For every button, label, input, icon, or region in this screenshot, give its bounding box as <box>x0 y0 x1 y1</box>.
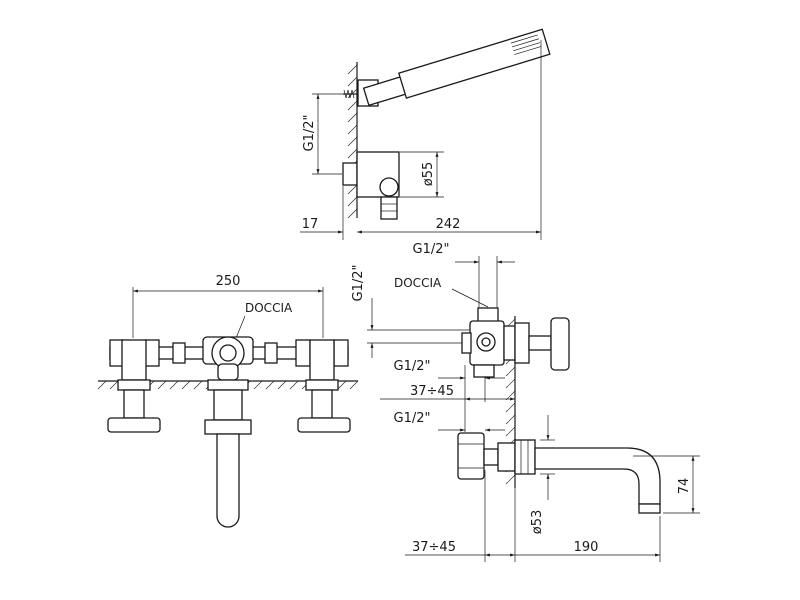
outlet-nut <box>379 177 399 197</box>
side-handle <box>550 317 570 371</box>
hand-shower-view: G1/2" ø55 17 242 <box>300 28 551 240</box>
right-valve-stem <box>311 389 333 419</box>
spout-collar <box>204 419 252 435</box>
wall-outlet-plate <box>342 162 358 186</box>
left-handle <box>107 417 161 433</box>
dim-thread-spout-label: G1/2" <box>394 411 431 426</box>
central-neck <box>217 363 239 381</box>
front-doccia-label: DOCCIA <box>245 301 293 315</box>
spout-cover-plate <box>514 439 536 475</box>
wall-hatch-top <box>347 64 358 219</box>
spout-connector <box>457 432 485 480</box>
dim-diameter-label: ø55 <box>421 162 436 187</box>
left-valve-stem <box>123 389 145 419</box>
left-valve-flange <box>117 379 151 391</box>
front-view: 250 DOCCIA <box>97 274 359 528</box>
pipe-nut <box>333 339 349 367</box>
pipe-nut <box>264 342 278 364</box>
spout-wall-flange <box>497 442 516 472</box>
dim-thread-vertical-label: G1/2" <box>302 115 317 152</box>
side-wall-flange <box>503 325 516 361</box>
side-diverter-view: G1/2" G1/2" DOCCIA G1/2" 37÷45 <box>351 242 570 488</box>
central-flange <box>207 379 249 391</box>
spout-coupling <box>483 448 499 466</box>
side-left-connector <box>461 332 472 354</box>
pipe-nut <box>295 339 311 367</box>
side-handle-stem <box>528 335 552 351</box>
left-valve-body <box>121 339 147 381</box>
pipe-nut <box>172 342 186 364</box>
dim-wall-gap-label: 17 <box>302 217 319 232</box>
dim-thread-top-label: G1/2" <box>413 242 450 257</box>
side-doccia-leader <box>451 288 489 308</box>
side-diverter-outlet <box>481 337 491 347</box>
right-handle <box>297 417 351 433</box>
dim-height-label: 74 <box>677 478 692 495</box>
spout-aerator <box>638 503 661 514</box>
dim-thread-bottom-label: G1/2" <box>394 359 431 374</box>
side-cover-plate <box>514 322 530 364</box>
central-stem <box>213 389 243 421</box>
side-bottom-connector <box>473 364 495 378</box>
diverter-outlet <box>219 344 237 362</box>
dim-diameter-spout-label: ø53 <box>530 510 545 535</box>
handset <box>362 28 551 107</box>
dim-length-label: 190 <box>574 540 599 555</box>
dim-thread-vertical-side-label: G1/2" <box>351 265 366 302</box>
spout-view: G1/2" ø53 74 37÷45 190 <box>394 411 700 562</box>
dim-total-length-label: 242 <box>436 217 461 232</box>
right-valve-body <box>309 339 335 381</box>
dim-range-side-label: 37÷45 <box>410 384 454 399</box>
dim-range-spout-label: 37÷45 <box>412 540 456 555</box>
right-valve-flange <box>305 379 339 391</box>
curved-spout <box>534 447 661 505</box>
hose-connector <box>380 196 398 220</box>
dim-width-label: 250 <box>216 274 241 289</box>
pipe-nut <box>144 339 160 367</box>
front-spout <box>216 433 240 528</box>
side-doccia-label: DOCCIA <box>394 276 442 290</box>
side-top-connector <box>477 307 499 323</box>
